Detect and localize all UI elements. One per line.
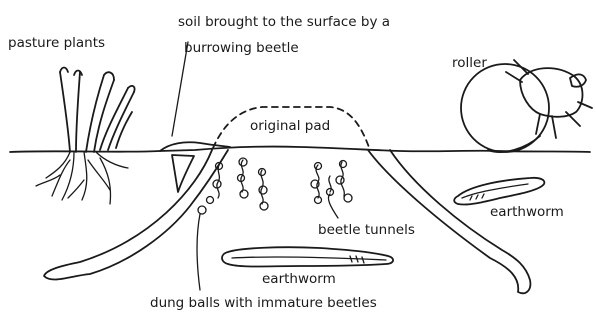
earthworm-bottom-drawing — [222, 247, 393, 266]
roller-beetle-drawing — [461, 60, 592, 152]
earthworm-right-drawing — [454, 178, 544, 205]
label-soil-line1: soil brought to the surface by a — [178, 14, 390, 30]
label-beetle-tunnels: beetle tunnels — [318, 222, 415, 238]
label-dung-balls: dung balls with immature beetles — [150, 295, 377, 311]
dung-ball-clusters — [198, 158, 352, 214]
label-soil-line2: burrowing beetle — [184, 40, 299, 56]
label-pasture-plants: pasture plants — [8, 35, 105, 51]
pasture-plants-drawing — [36, 68, 135, 205]
label-original-pad: original pad — [250, 118, 330, 134]
leader-beetle-tunnels — [328, 194, 338, 218]
label-roller: roller — [452, 55, 487, 71]
leader-soil — [172, 42, 188, 136]
label-earthworm-right: earthworm — [490, 204, 564, 220]
label-earthworm-bottom: earthworm — [262, 271, 336, 287]
leader-dung-balls — [197, 214, 200, 290]
